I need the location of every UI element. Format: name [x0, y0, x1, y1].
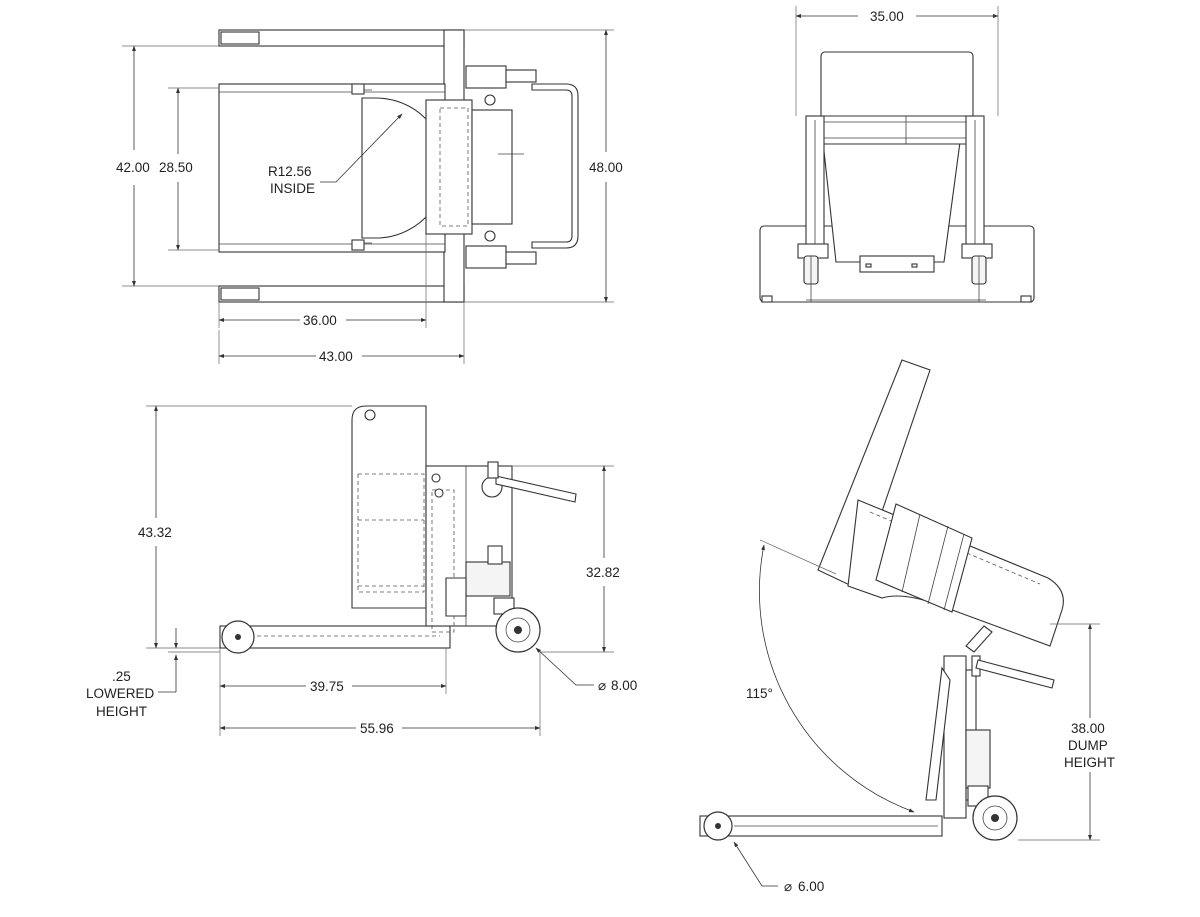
- dim-width-overall: 42.00: [116, 160, 150, 175]
- end-plate: [859, 255, 935, 273]
- dim-overall-length: 55.96: [360, 721, 394, 736]
- dim-width-inside: 28.50: [159, 160, 193, 175]
- dim-dump-angle: 115°: [746, 686, 773, 701]
- top-fork-tip-bottom: [220, 287, 260, 301]
- side-handle: [495, 475, 577, 503]
- dim-dump-height: 38.00: [1071, 721, 1105, 736]
- dump-angle-arc: [759, 544, 915, 813]
- dim-side-height: 43.32: [138, 525, 172, 540]
- dim-total-length: 48.00: [589, 160, 623, 175]
- end-body: [822, 141, 961, 263]
- top-bracket-upper: [465, 65, 507, 89]
- end-backplate: [820, 51, 974, 125]
- dim-roller-diameter: 6.00: [798, 879, 824, 894]
- dim-radius: R12.56: [268, 164, 312, 179]
- top-carriage: [425, 99, 473, 235]
- dim-wheel-diameter: 8.00: [611, 678, 637, 693]
- dim-length-overall: 43.00: [319, 349, 353, 364]
- dim-wheel-diameter-symbol: ⌀: [598, 678, 606, 693]
- dim-handle-height: 32.82: [586, 565, 620, 580]
- dim-inner-length: 39.75: [310, 679, 344, 694]
- end-view: 35.00: [759, 6, 1035, 303]
- side-bin: [351, 405, 427, 609]
- dim-roller-diameter-symbol: ⌀: [784, 879, 792, 894]
- dim-radius-note: INSIDE: [270, 181, 315, 196]
- end-foot-left: [761, 295, 773, 303]
- dim-dump-label-2: HEIGHT: [1064, 755, 1115, 770]
- side-fork: [219, 625, 451, 649]
- end-foot-right: [1020, 295, 1032, 303]
- dump-pump: [965, 729, 991, 789]
- end-crossbar: [807, 115, 977, 145]
- dim-end-width: 35.00: [870, 9, 904, 24]
- dim-dump-label: DUMP: [1068, 738, 1108, 753]
- top-fork-tip-top: [220, 31, 260, 45]
- top-handle: [531, 83, 579, 249]
- dump-view: 115° 38.00 DUMP HEIGHT ⌀ 6.00: [699, 359, 1115, 894]
- top-view: 42.00 28.50 R12.56 INSIDE 36.00 43.00 48…: [116, 29, 623, 364]
- dim-lowered-value: .25: [112, 669, 131, 684]
- side-view: 43.32 32.82 .25 LOWERED HEIGHT ⌀ 8.00 39…: [86, 405, 637, 736]
- top-bracket-lower: [465, 245, 507, 269]
- dump-handle: [975, 659, 1055, 689]
- dim-lowered-label: LOWERED: [86, 686, 155, 701]
- dim-length-inside: 36.00: [303, 313, 337, 328]
- dim-lowered-label-2: HEIGHT: [96, 704, 147, 719]
- side-pump: [465, 561, 511, 597]
